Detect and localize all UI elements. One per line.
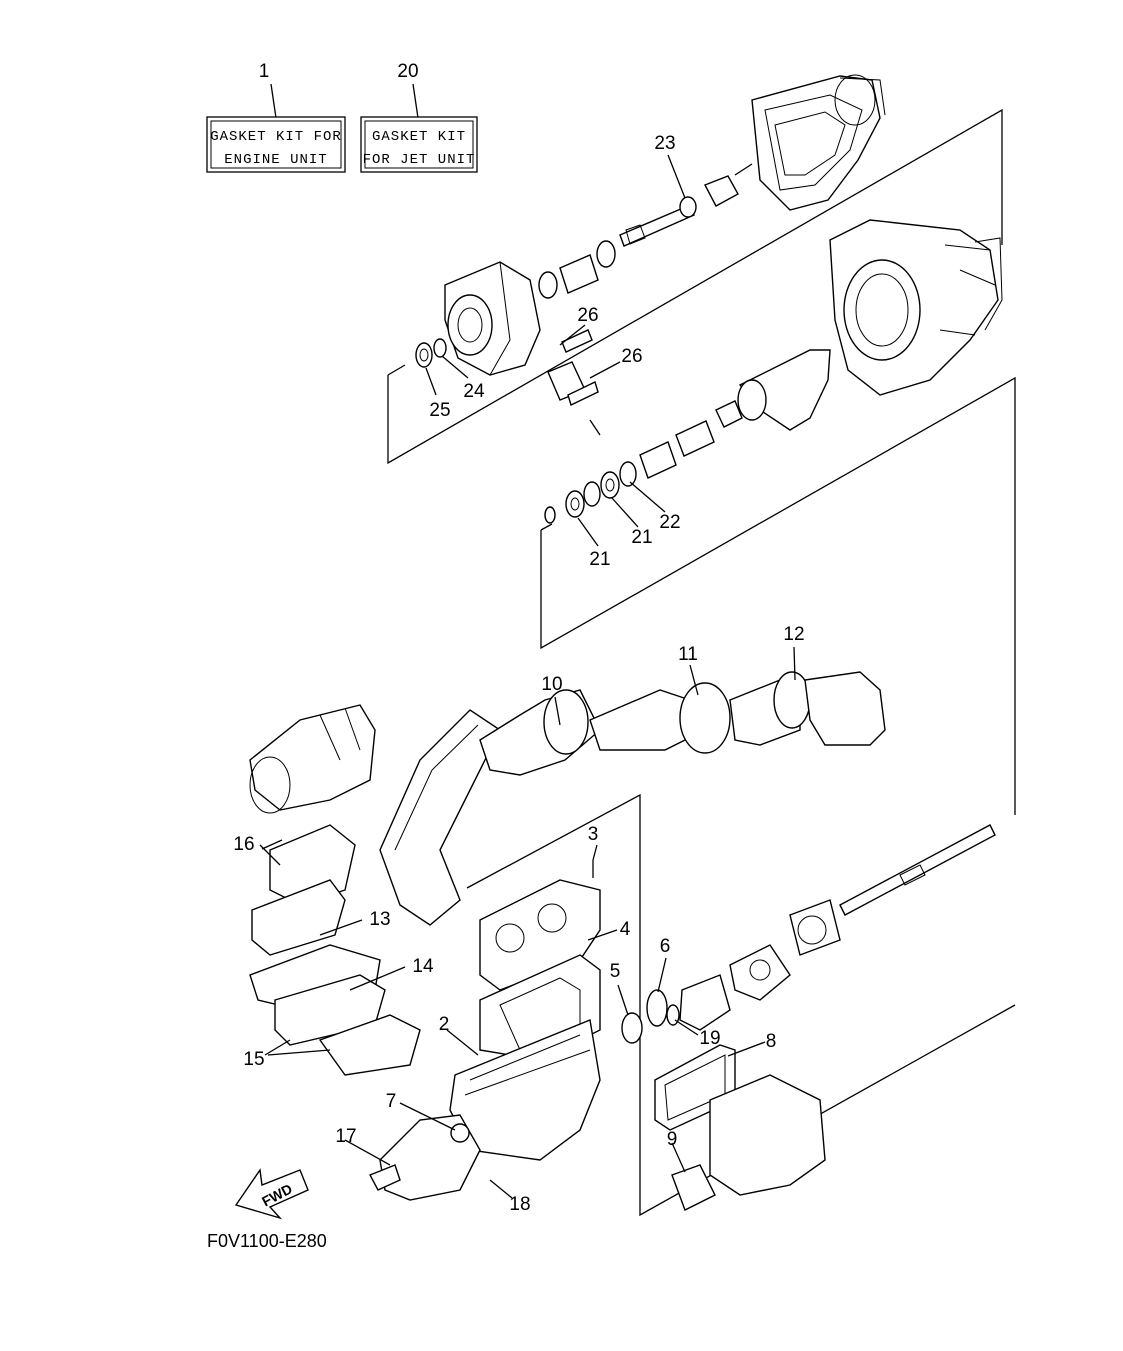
gasket-9 <box>671 1164 716 1211</box>
callout-13: 13 <box>369 909 390 930</box>
drive-shaft-bearings <box>544 400 743 524</box>
callout-15: 15 <box>243 1049 264 1070</box>
intake-grate-cover <box>547 329 601 436</box>
kit-line1-jet: GASKET KIT <box>372 129 466 145</box>
callout-17: 17 <box>335 1126 356 1147</box>
callout-5: 5 <box>610 961 621 982</box>
callout-18: 18 <box>509 1194 530 1215</box>
callout-9: 9 <box>667 1129 678 1150</box>
callout-8: 8 <box>766 1031 777 1052</box>
drive-shaft <box>789 824 996 956</box>
callout-19: 19 <box>699 1028 720 1049</box>
seal-6 <box>646 989 668 1027</box>
exhaust-manifold <box>654 1044 826 1211</box>
water-intake-duct <box>737 349 831 431</box>
exhaust-gasket-10 <box>543 689 589 755</box>
magneto-cover <box>369 1114 481 1201</box>
leader-lines <box>259 154 796 1199</box>
coupler-and-water-pump <box>621 944 791 1044</box>
callout-25: 25 <box>429 400 450 421</box>
callout-4: 4 <box>620 919 631 940</box>
kit-line2-engine: ENGINE UNIT <box>224 152 327 168</box>
kit-box-jet: 20 GASKET KIT FOR JET UNIT <box>360 61 478 173</box>
callout-12: 12 <box>783 624 804 645</box>
jet-pump-housing <box>829 219 1003 396</box>
callout-2: 2 <box>439 1014 450 1035</box>
carburetor-stack <box>249 824 421 1076</box>
fwd-arrow-icon: FWD <box>234 1168 309 1220</box>
gasket-26b <box>567 381 599 406</box>
o-ring-23 <box>679 196 697 218</box>
callout-16: 16 <box>233 834 254 855</box>
seal-5 <box>621 1012 643 1044</box>
kit-number-jet: 20 <box>397 61 418 82</box>
gasket-26a <box>561 329 593 353</box>
callout-26a: 26 <box>577 305 598 326</box>
callout-24: 24 <box>463 381 485 402</box>
exhaust-gasket-11 <box>679 682 731 754</box>
jet-nozzle-assembly <box>751 74 886 211</box>
kit-line2-jet: FOR JET UNIT <box>363 152 476 168</box>
callout-7: 7 <box>386 1091 397 1112</box>
kit-line1-engine: GASKET KIT FOR <box>210 129 342 145</box>
impeller-housing <box>444 261 541 376</box>
callout-14: 14 <box>412 956 434 977</box>
callout-6: 6 <box>660 936 671 957</box>
callout-21a: 21 <box>631 527 652 548</box>
kit-number-engine: 1 <box>259 61 270 82</box>
callout-26b: 26 <box>621 346 642 367</box>
callout-3: 3 <box>588 824 599 845</box>
callout-21b: 21 <box>589 549 610 570</box>
callout-22: 22 <box>659 512 680 533</box>
callout-11: 11 <box>678 644 698 665</box>
figure-code: F0V1100-E280 <box>207 1231 327 1251</box>
seals-24-25 <box>415 338 447 368</box>
callout-23: 23 <box>654 133 675 154</box>
engine-frame <box>466 793 1016 1217</box>
exhaust-pipe-assembly <box>379 671 886 926</box>
callout-10: 10 <box>541 674 562 695</box>
jet-shaft-and-bearings <box>538 163 753 299</box>
muffler <box>249 704 376 814</box>
callout-numbers: 23 26 26 24 25 22 21 21 10 11 12 3 4 6 5… <box>233 133 804 1215</box>
jet-unit-frame <box>387 108 1016 815</box>
kit-box-engine: 1 GASKET KIT FOR ENGINE UNIT <box>206 61 346 173</box>
